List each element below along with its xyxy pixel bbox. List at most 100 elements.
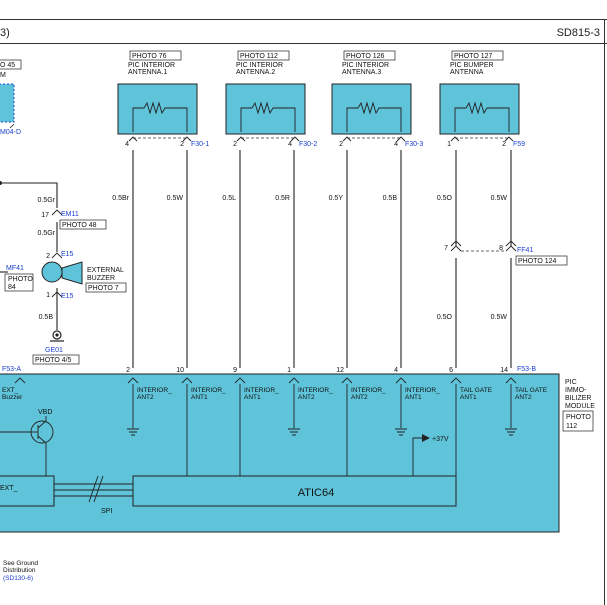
module-terminal-label-2: ANT2 <box>351 394 368 401</box>
module-terminal-label-2: ANT2 <box>298 394 315 401</box>
module-terminal-label: INTERIOR_ <box>405 387 440 394</box>
module-pin-number: 14 <box>500 367 508 374</box>
e15-connector-symbol <box>51 252 63 259</box>
module-name-line: MODULE <box>565 403 595 410</box>
module-terminal-label: INTERIOR_ <box>244 387 279 394</box>
antenna-pin-right: 2 <box>502 141 506 148</box>
wire-color-label: 0.5Y <box>329 195 344 202</box>
buzzer-label-2: BUZZER <box>87 275 115 282</box>
resistor-coil-icon <box>240 101 296 132</box>
module-pin-number: 1 <box>287 367 291 374</box>
module-terminal-label: INTERIOR_ <box>298 387 333 394</box>
module-pin-number: 4 <box>394 367 398 374</box>
antenna-wires <box>132 150 512 368</box>
resistor-coil-icon <box>454 101 510 132</box>
resistor-coil-icon <box>132 101 188 132</box>
antenna-pin-right: 4 <box>394 141 398 148</box>
antenna-pin-right: 4 <box>288 141 292 148</box>
antenna-name: PIC INTERIOR <box>128 62 175 69</box>
module-pin-number: 6 <box>449 367 453 374</box>
em11-connector-symbol <box>51 209 63 216</box>
antenna-name: PIC INTERIOR <box>236 62 283 69</box>
wire-color-label: 0.5W <box>491 195 508 202</box>
wire-color-label: 0.5B <box>383 195 398 202</box>
photo-label-ge01: PHOTO 4/5 <box>35 357 72 364</box>
ext-buzzer-label-2: Buzzer <box>2 394 23 401</box>
ext-driver-box <box>0 475 55 507</box>
antenna-pin-left: 2 <box>339 141 343 148</box>
module-pin-chevron <box>288 377 300 384</box>
left-harness-wires <box>0 182 58 330</box>
buzzer-label: EXTERNAL <box>87 267 124 274</box>
wire-color-label: 0.5O <box>437 195 453 202</box>
ground-note-line: See Ground <box>3 560 38 567</box>
ff41-connector-symbol <box>450 240 462 252</box>
pin-1: 1 <box>46 292 50 299</box>
module-pin-chevron <box>341 377 353 384</box>
pin-2: 2 <box>46 253 50 260</box>
ff41-pin-left: 7 <box>444 245 448 252</box>
connector-f53-a: F53-A <box>2 366 21 373</box>
photo-box-left <box>0 59 22 70</box>
module-terminal-label-2: ANT2 <box>137 394 154 401</box>
module-grounds <box>127 428 517 436</box>
photo-label-ff41: PHOTO 124 <box>518 258 556 265</box>
antenna-photo-label: PHOTO 126 <box>346 53 384 60</box>
antenna-photo-box <box>129 50 182 61</box>
antenna-name-2: ANTENNA.1 <box>128 69 167 76</box>
ground-symbol-icon <box>288 428 300 436</box>
wire-color-label: 0.5B <box>39 314 54 321</box>
antenna-connector-id: F59 <box>513 141 525 148</box>
left-component-body <box>0 83 15 123</box>
ground-note-line: Distribution <box>3 567 36 574</box>
ground-ge01: GE01 <box>45 347 63 354</box>
connector-f53-b: F53-B <box>517 366 536 373</box>
connector-e15-bottom: E15 <box>61 293 74 300</box>
antenna-name: PIC INTERIOR <box>342 62 389 69</box>
e15-connector-symbol <box>51 291 63 298</box>
module-pin-chevron <box>505 377 517 384</box>
module-terminal-label: TAIL GATE <box>460 387 493 394</box>
pin-chevron-icon <box>236 136 300 142</box>
photo-label-module: PHOTO <box>566 414 591 421</box>
atic64-chip <box>132 475 457 507</box>
photo-label-mf41: PHOTO <box>8 276 33 283</box>
voltage-arrow-icon <box>422 434 430 442</box>
module-pin-number: 9 <box>233 367 237 374</box>
module-pin-number: 2 <box>126 367 130 374</box>
connector-mf41: MF41 <box>6 265 24 272</box>
antenna-pin-left: 1 <box>447 141 451 148</box>
external-buzzer-icon <box>41 261 63 283</box>
photo-label-module-num: 112 <box>566 423 577 430</box>
antenna-connector-id: F30-2 <box>299 141 317 148</box>
module-pin-chevron <box>127 377 139 384</box>
splice-dot <box>0 181 2 185</box>
wire-color-label: 0.5Gr <box>37 230 55 237</box>
antenna-photo-label: PHOTO 127 <box>454 53 492 60</box>
ext-driver-label: EXT_ <box>0 485 18 492</box>
module-name-line: IMMO- <box>565 387 587 394</box>
antenna-connector-id: F30-3 <box>405 141 423 148</box>
antenna-pin-right: 2 <box>180 141 184 148</box>
antenna-name-2: ANTENNA.2 <box>236 69 275 76</box>
ground-note-link[interactable]: (SD130-6) <box>3 575 33 582</box>
photo-box-module <box>562 410 594 432</box>
wire-color-label: 0.5O <box>437 314 453 321</box>
antenna-photo-label: PHOTO 112 <box>240 53 278 60</box>
antenna-name-2: ANTENNA.3 <box>342 69 381 76</box>
module-terminal-label-2: ANT1 <box>460 394 477 401</box>
module-name-line: PIC <box>565 379 577 386</box>
ground-point-dot <box>55 333 59 337</box>
module-pin-chevron <box>234 377 246 384</box>
pin-chevron-icon <box>128 136 192 142</box>
module-terminal-label-2: ANT1 <box>191 394 208 401</box>
ff41-connector-symbol <box>505 240 517 252</box>
atic64-label: ATIC64 <box>298 487 334 499</box>
ground-symbol-icon <box>395 428 407 436</box>
connector-e15-top: E15 <box>61 251 74 258</box>
page-id: SD815-3 <box>557 27 600 39</box>
